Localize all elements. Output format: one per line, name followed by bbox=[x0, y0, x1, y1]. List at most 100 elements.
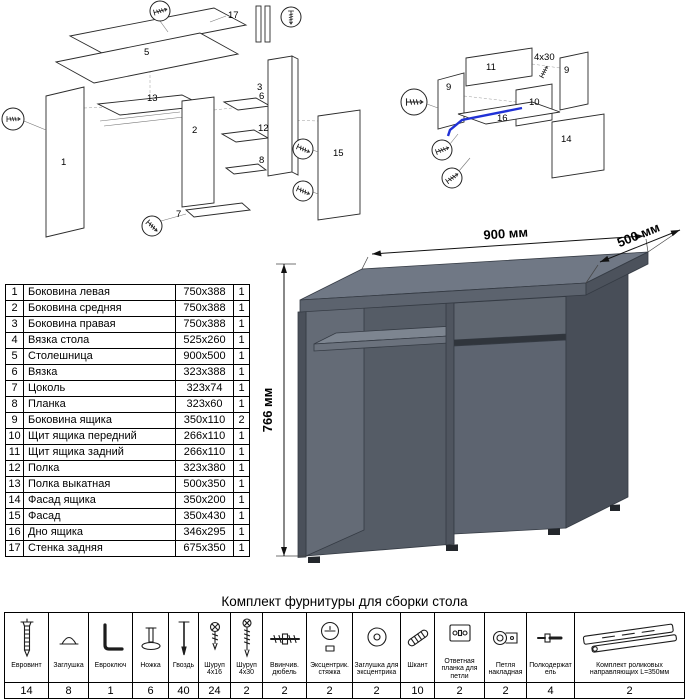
part-size: 525x260 bbox=[175, 332, 234, 349]
part-number: 17 bbox=[5, 540, 24, 557]
hardware-item-name: Гвоздь bbox=[172, 662, 195, 670]
part-name: Стенка задняя bbox=[23, 540, 176, 557]
part-label-16: 16 bbox=[497, 113, 508, 124]
hardware-item-name: Заглушка для эксцентрика bbox=[354, 661, 399, 677]
hardware-item: Эксцентрик. стяжка bbox=[306, 611, 353, 684]
height-dimension-label: 766 мм bbox=[260, 388, 275, 433]
screw-4x30-icon bbox=[232, 617, 262, 661]
part-size: 675x350 bbox=[175, 540, 234, 557]
desk-middle-panel-edge bbox=[445, 302, 455, 546]
hardware-item-name: Комплект роликовых направляющих L=350мм bbox=[589, 661, 670, 677]
part-number: 14 bbox=[5, 492, 24, 509]
part-size: 500x350 bbox=[175, 476, 234, 493]
part-size: 323x388 bbox=[175, 364, 234, 381]
hardware-item-qty: 2 bbox=[484, 682, 527, 700]
part-label-7: 7 bbox=[176, 209, 181, 220]
hardware-item-name: Шуруп 4x16 bbox=[204, 661, 225, 677]
desk-left-panel-inner bbox=[305, 283, 365, 557]
part-size: 266x110 bbox=[175, 428, 234, 445]
hardware-item-qty: 24 bbox=[198, 682, 231, 700]
part-size: 750x388 bbox=[175, 316, 234, 333]
part-number: 10 bbox=[5, 428, 24, 445]
hardware-kit-title: Комплект фурнитуры для сборки стола bbox=[221, 594, 468, 609]
cap-plug-icon bbox=[50, 617, 88, 661]
hardware-item-name: Полкодержатель bbox=[529, 661, 572, 677]
pedestal-drawer-front bbox=[453, 296, 567, 341]
fastener-callouts bbox=[1, 0, 319, 237]
part-number: 12 bbox=[5, 460, 24, 477]
part-name: Вязка стола bbox=[23, 332, 176, 349]
part-number: 9 bbox=[5, 412, 24, 429]
part-size: 750x388 bbox=[175, 300, 234, 317]
hardware-item-qty: 2 bbox=[352, 682, 401, 700]
part-number: 15 bbox=[5, 508, 24, 525]
part-label-15: 15 bbox=[333, 148, 344, 159]
pedestal-right-side bbox=[565, 264, 629, 529]
hardware-qty-row: 14 8 1 6 40 24 2 2 2 2 10 2 2 4 2 bbox=[4, 682, 685, 700]
roller-guide-rail bbox=[446, 106, 523, 137]
part-label-14: 14 bbox=[561, 134, 572, 145]
hardware-item: Ответная планка для петли bbox=[434, 611, 485, 684]
part-number: 1 bbox=[5, 284, 24, 301]
pedestal-gap bbox=[454, 334, 566, 346]
hardware-item-name: Ножка bbox=[140, 662, 161, 670]
part-label-9: 9 bbox=[446, 82, 451, 93]
hardware-item: Комплект роликовых направляющих L=350мм bbox=[574, 611, 685, 684]
middle-side-panel bbox=[181, 96, 215, 208]
hex-key-icon bbox=[90, 617, 132, 661]
part-qty: 1 bbox=[233, 316, 250, 333]
drawer-side-right bbox=[559, 51, 589, 111]
hardware-item-name: Евроключ bbox=[94, 662, 127, 670]
width-dimension: 900 мм bbox=[361, 225, 649, 270]
hardware-item: Шуруп 4x16 bbox=[198, 611, 231, 684]
part-name: Боковина правая bbox=[23, 316, 176, 333]
strip-part bbox=[255, 5, 262, 43]
hardware-item: Шкант bbox=[400, 611, 435, 684]
hardware-item: Гвоздь bbox=[168, 611, 199, 684]
part-label-3: 3 bbox=[257, 82, 262, 93]
part-size: 346x295 bbox=[175, 524, 234, 541]
part-number: 6 bbox=[5, 364, 24, 381]
hardware-item-name: Евровинт bbox=[11, 662, 42, 670]
part-size: 323x380 bbox=[175, 460, 234, 477]
drawer-side-left bbox=[437, 72, 465, 130]
part-size: 750x388 bbox=[175, 284, 234, 301]
part-number: 7 bbox=[5, 380, 24, 397]
pedestal-door-front bbox=[453, 339, 567, 535]
part-label-11: 11 bbox=[486, 62, 496, 73]
part-label-17: 17 bbox=[228, 10, 239, 21]
hinge-plate-icon bbox=[436, 614, 484, 657]
hardware-item-qty: 2 bbox=[262, 682, 307, 700]
part-number: 5 bbox=[5, 348, 24, 365]
left-side-panel bbox=[45, 86, 85, 238]
hardware-item: Евровинт bbox=[4, 611, 49, 684]
wood-dowel-icon bbox=[402, 617, 434, 661]
hardware-item-name: Ввинчив. дюбель bbox=[270, 661, 299, 677]
desk-exploded-diagram: 17 5 1 13 2 6 12 8 7 3 15 bbox=[1, 0, 361, 238]
part-qty: 1 bbox=[233, 332, 250, 349]
hardware-item-name: Ответная планка для петли bbox=[441, 658, 478, 680]
part-qty: 1 bbox=[233, 540, 250, 557]
desk-3d-view: 900 мм 500 мм 766 мм bbox=[260, 220, 681, 563]
hardware-item: Ножка bbox=[132, 611, 169, 684]
hardware-item: Евроключ bbox=[88, 611, 133, 684]
part-number: 11 bbox=[5, 444, 24, 461]
part-name: Щит ящика задний bbox=[23, 444, 176, 461]
nail-icon bbox=[170, 617, 198, 661]
part-number: 2 bbox=[5, 300, 24, 317]
part-label-1: 1 bbox=[61, 157, 66, 168]
drawer-bottom-panel bbox=[457, 101, 561, 125]
part-name: Фасад bbox=[23, 508, 176, 525]
